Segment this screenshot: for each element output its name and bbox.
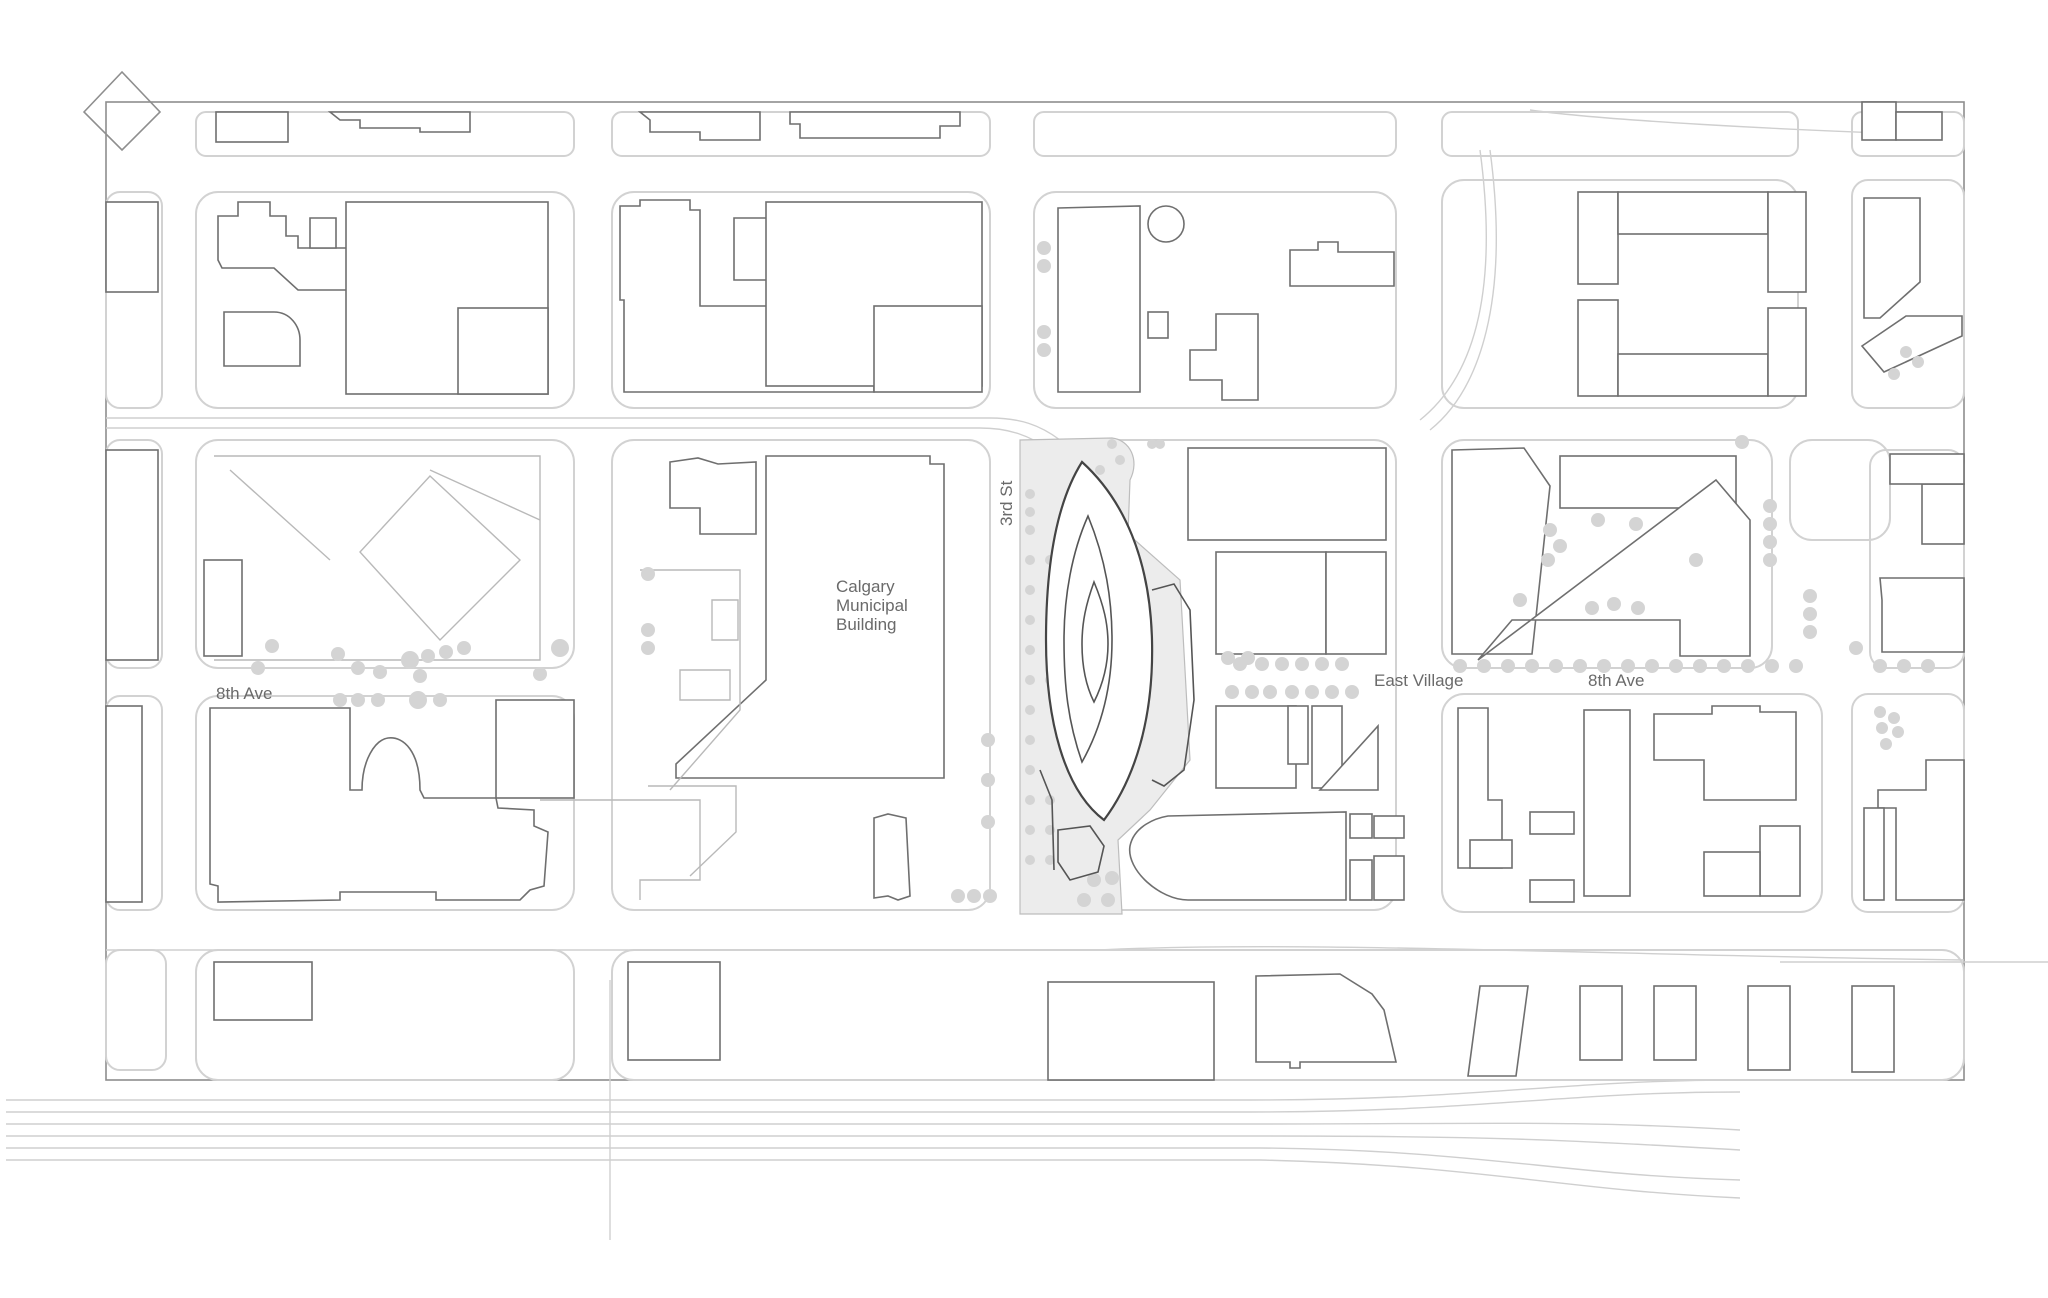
central-library-building <box>1039 460 1195 881</box>
district-label-east-village: East Village <box>1374 671 1463 690</box>
building-label-line2: Municipal <box>836 596 908 615</box>
buildings-bottom-row <box>213 961 1895 1081</box>
buildings-north-blocks <box>105 191 1963 401</box>
street-label-8th-ave-east: 8th Ave <box>1588 671 1644 690</box>
street-label-8th-ave-west: 8th Ave <box>216 684 272 703</box>
buildings-top-row <box>215 101 1943 143</box>
building-label-line3: Building <box>836 615 897 634</box>
map-labels: 8th Ave 8th Ave East Village Calgary Mun… <box>216 480 1644 703</box>
rail-lines <box>6 1079 1741 1199</box>
guide-lines <box>609 961 2048 1240</box>
street-label-3rd-st: 3rd St <box>997 480 1016 526</box>
trees <box>251 241 1935 907</box>
buildings-south-blocks <box>105 699 1965 903</box>
north-arrow-icon <box>82 70 162 152</box>
building-label-line1: Calgary <box>836 577 895 596</box>
buildings-middle-blocks <box>105 447 1965 791</box>
